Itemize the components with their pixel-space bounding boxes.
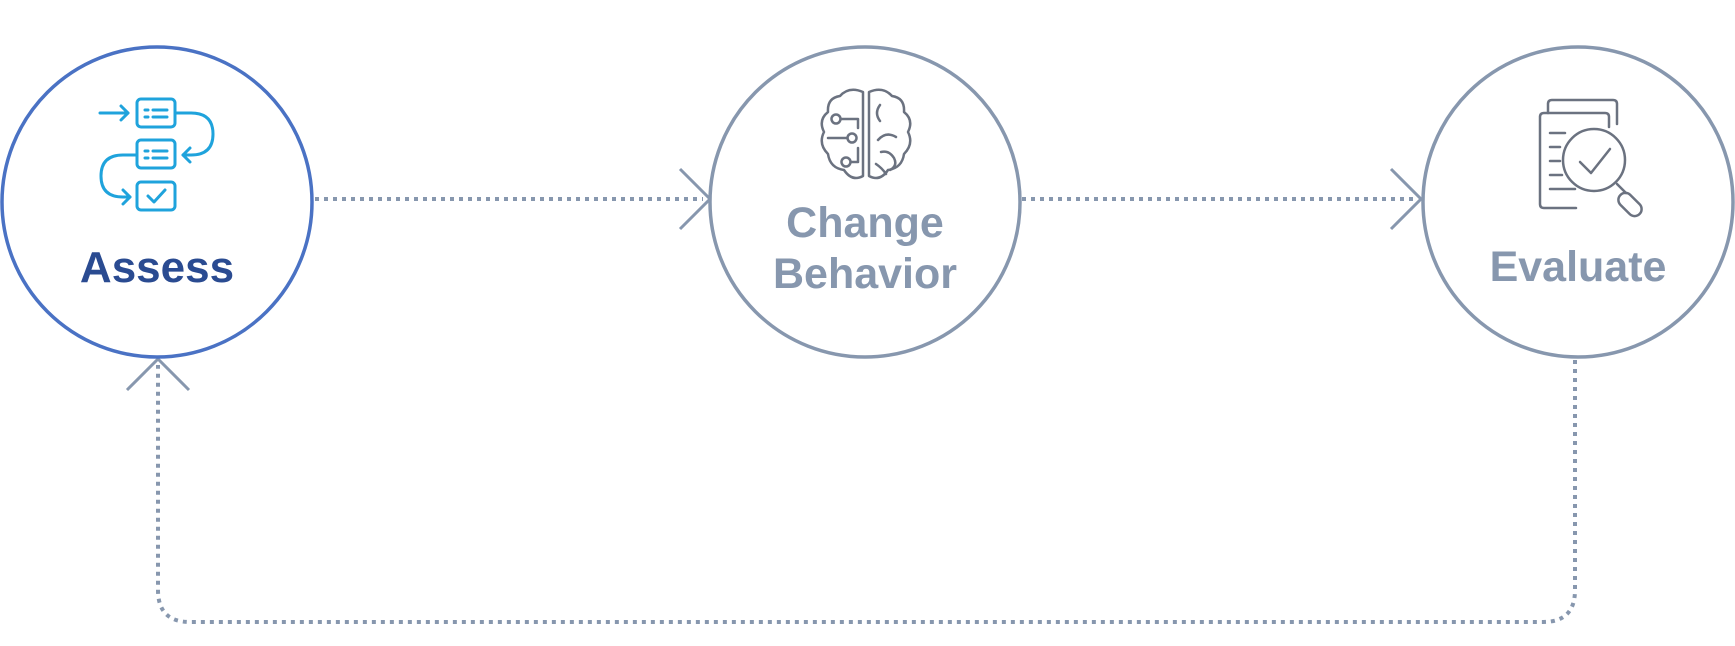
arrowhead-into-evaluate bbox=[1389, 167, 1424, 231]
evaluate-label: Evaluate bbox=[1490, 243, 1667, 291]
brain-circuit-icon bbox=[820, 88, 912, 180]
evaluate-ring bbox=[1421, 45, 1735, 359]
arrowhead-into-assess bbox=[125, 356, 191, 392]
connector-evaluate-to-assess bbox=[156, 360, 1577, 624]
change-behavior-label-line1: Change bbox=[786, 199, 944, 247]
change-behavior-label-line2: Behavior bbox=[773, 250, 957, 298]
assess-ring bbox=[0, 45, 314, 359]
step-evaluate: Evaluate bbox=[1421, 45, 1735, 359]
assess-label: Assess bbox=[80, 243, 234, 292]
step-assess: Assess bbox=[0, 45, 314, 359]
document-search-check-icon bbox=[1538, 98, 1643, 218]
change-behavior-ring bbox=[708, 45, 1022, 359]
step-change-behavior: Change Behavior bbox=[708, 45, 1022, 359]
process-flow-icon bbox=[98, 97, 215, 212]
